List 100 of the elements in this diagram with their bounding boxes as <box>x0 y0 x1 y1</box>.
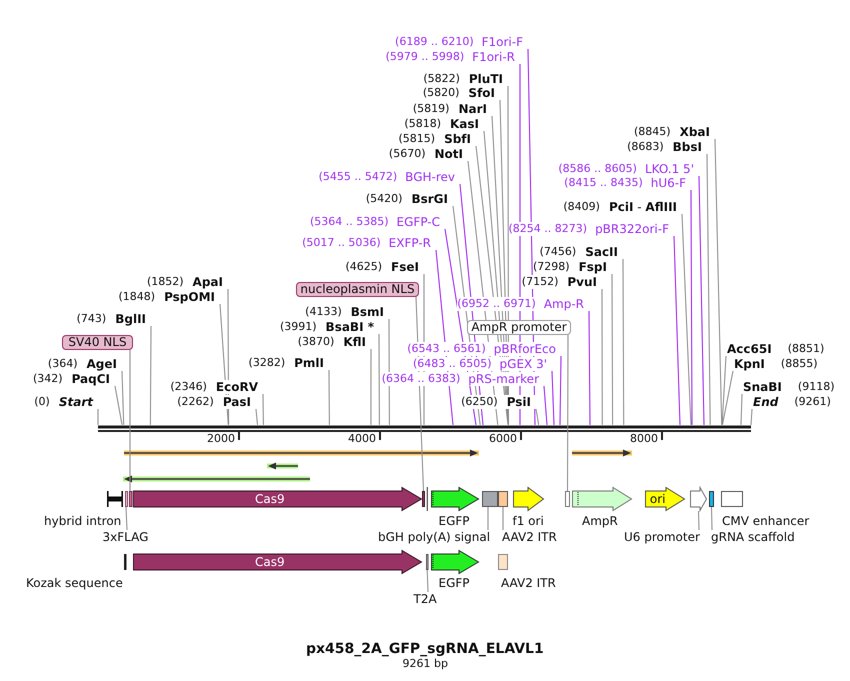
enzyme-name: BsaBI * <box>326 320 374 334</box>
site-position: (8683) <box>627 140 664 154</box>
leader-line <box>426 570 428 592</box>
site-position: (5017 .. 5036) <box>302 236 381 250</box>
enzyme-name: PluTI <box>468 72 503 86</box>
leader-line <box>370 348 372 426</box>
feature-label: AmpR <box>582 514 618 528</box>
primer-name: pBRforEco <box>494 342 556 356</box>
enzyme-name: ApaI <box>192 275 223 289</box>
leader-line <box>536 408 540 426</box>
site-position: (5420) <box>366 192 402 206</box>
leader-line <box>588 310 590 426</box>
site-position: (9118) <box>798 380 834 394</box>
primer-name: F1ori-R <box>472 50 515 64</box>
site-position: (0) <box>34 395 50 409</box>
leader-line <box>690 190 692 426</box>
primer-name: EGFP-C <box>396 215 440 229</box>
site-position: (2346) <box>170 380 207 394</box>
site-position: (1848) <box>118 290 156 304</box>
site-position: (2262) <box>177 395 214 409</box>
enzyme-name: XbaI <box>680 125 710 139</box>
enzyme-name: SfoI <box>468 86 495 100</box>
leader-line <box>698 176 704 426</box>
enzyme-name: KflI <box>343 335 366 349</box>
enzyme-name: KpnI <box>734 357 765 371</box>
feature-tag: SV40 NLS <box>62 335 133 350</box>
feature-tag: nucleoplasmin NLS <box>296 282 419 297</box>
enzyme-name: FseI <box>391 260 419 274</box>
feature-tag: AmpR promoter <box>467 320 571 335</box>
site-position: (6250) <box>461 395 498 409</box>
site-position: (7298) <box>533 260 570 274</box>
site-position: (4625) <box>345 260 382 274</box>
feature-label: AAV2 ITR <box>502 530 557 544</box>
leader-line <box>378 334 380 426</box>
site-position: (9261) <box>794 395 831 409</box>
site-position: (5820) <box>422 86 460 100</box>
leader-line <box>262 394 264 426</box>
leader-line <box>750 408 752 426</box>
site-position: (5979 .. 5998) <box>386 50 464 64</box>
enzyme-name: PciI - AflIII <box>608 200 677 214</box>
site-position: (8855) <box>780 357 818 371</box>
site-position: (364) <box>48 357 78 371</box>
leader-line <box>674 236 680 426</box>
leader-line <box>552 370 554 426</box>
leader-line <box>388 318 390 426</box>
site-position: (1852) <box>146 275 184 289</box>
leader-line <box>722 356 726 426</box>
scale-label: 4000 <box>348 432 376 446</box>
leader-line <box>698 510 700 530</box>
enzyme-name: NarI <box>458 102 487 116</box>
enzyme-name: PvuI <box>567 275 597 289</box>
leader-line <box>567 334 568 492</box>
enzyme-name: KasI <box>450 117 479 131</box>
leader-line <box>122 370 124 426</box>
site-position: (8586 .. 8605) <box>558 162 637 176</box>
leader-line <box>228 288 230 426</box>
primer-name: pRS-marker <box>468 372 539 386</box>
leader-line <box>706 154 711 426</box>
leader-line <box>328 370 330 426</box>
site-position: (4133) <box>305 305 342 319</box>
site-position: (6952 .. 6971) <box>457 297 536 311</box>
site-position: (3282) <box>248 356 286 370</box>
site-position: (8254 .. 8273) <box>508 222 588 236</box>
leader-line <box>602 288 603 426</box>
enzyme-name: PspOMI <box>164 290 215 304</box>
enzyme-name: BsrGI <box>411 192 448 206</box>
feature-label: CMV enhancer <box>722 514 810 528</box>
primer-name: EXFP-R <box>388 236 431 250</box>
leader-line <box>722 370 734 426</box>
leader-line <box>622 258 624 426</box>
feature-label: Cas9 <box>255 492 285 506</box>
enzyme-name: PmlI <box>294 356 324 370</box>
site-position: (7152) <box>522 275 558 289</box>
enzyme-name: PasI <box>222 395 251 409</box>
feature-label: hybrid intron <box>44 514 122 528</box>
leader-line <box>714 138 722 426</box>
leader-line <box>256 408 258 426</box>
leader-line <box>682 214 692 426</box>
site-position: (3991) <box>280 320 317 334</box>
primer-name: F1ori-F <box>482 35 523 49</box>
enzyme-name: SbfI <box>444 132 471 146</box>
site-position: (8415 .. 8435) <box>564 176 643 190</box>
site-position: (5364 .. 5385) <box>310 215 389 229</box>
leader-line <box>126 506 128 530</box>
enzyme-name: EcoRV <box>216 380 258 394</box>
enzyme-name: FspI <box>578 260 607 274</box>
enzyme-name: SacII <box>585 245 618 259</box>
leader-line <box>436 250 454 426</box>
primer-name: LKO.1 5' <box>644 162 694 176</box>
enzyme-name: Acc65I <box>727 342 772 356</box>
feature-label: Cas9 <box>255 555 285 569</box>
feature-label: ori <box>650 492 666 506</box>
feature-label: gRNA scaffold <box>711 530 795 544</box>
enzyme-name: AgeI <box>86 357 117 371</box>
site-position: (6364 .. 6383) <box>382 372 460 386</box>
sequence-length: 9261 bp <box>402 657 448 671</box>
site-position: (8845) <box>634 125 671 139</box>
enzyme-name: BglII <box>115 312 146 326</box>
site-position: (5670) <box>388 147 426 161</box>
enzyme-name: BsmI <box>350 305 384 319</box>
